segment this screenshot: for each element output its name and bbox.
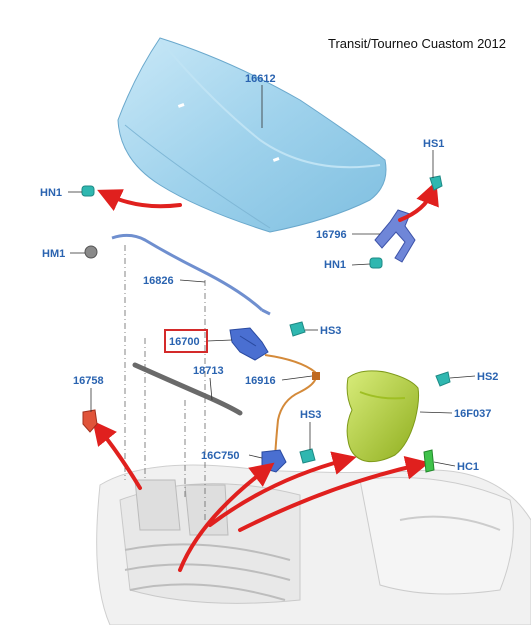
label-16916: 16916 <box>245 375 276 387</box>
label-16758: 16758 <box>73 375 104 387</box>
label-16826: 16826 <box>143 275 174 287</box>
label-16612: 16612 <box>245 73 276 85</box>
assembly-lines <box>124 245 206 520</box>
label-hs2: HS2 <box>477 371 498 383</box>
part-labels: 16612 HS1 HN1 16796 HN1 HM1 16826 16700 … <box>40 73 498 473</box>
screw-hs2[interactable] <box>435 371 451 387</box>
clip-hn1-right[interactable] <box>369 257 383 269</box>
label-hm1: HM1 <box>42 248 65 260</box>
clip-hc1[interactable] <box>423 449 435 473</box>
clip-16758[interactable] <box>82 409 98 433</box>
label-hn1-right: HN1 <box>324 259 346 271</box>
label-hc1: HC1 <box>457 461 479 473</box>
seal-18713[interactable] <box>132 362 243 416</box>
red-arrows <box>92 180 439 572</box>
shield-16f037[interactable] <box>346 370 420 463</box>
leader-lines <box>68 85 476 467</box>
label-16c750: 16C750 <box>201 450 240 462</box>
hinge-16796[interactable] <box>374 209 416 263</box>
cable-16916[interactable] <box>264 354 320 459</box>
label-hs1: HS1 <box>423 138 444 150</box>
label-16796: 16796 <box>316 229 347 241</box>
label-18713: 18713 <box>193 365 224 377</box>
latch-16700[interactable] <box>229 327 269 361</box>
prop-rod-16826[interactable] <box>111 233 271 316</box>
highlight-box-16700 <box>164 329 208 353</box>
clip-hn1-left[interactable] <box>81 185 95 197</box>
label-16f037: 16F037 <box>454 408 491 420</box>
hood-16612[interactable] <box>117 37 387 233</box>
fastener-hm1[interactable] <box>84 245 98 259</box>
clip-hs1[interactable] <box>429 175 443 191</box>
label-hs3-top: HS3 <box>320 325 341 337</box>
diagram-title: Transit/Tourneo Cuastom 2012 <box>328 36 507 51</box>
label-hs3-bottom: HS3 <box>300 409 321 421</box>
label-16700: 16700 <box>169 336 200 348</box>
screw-hs3-bottom[interactable] <box>299 448 316 464</box>
vehicle-front <box>96 464 531 626</box>
screw-hs3-top[interactable] <box>289 321 306 337</box>
label-hn1-left: HN1 <box>40 187 62 199</box>
